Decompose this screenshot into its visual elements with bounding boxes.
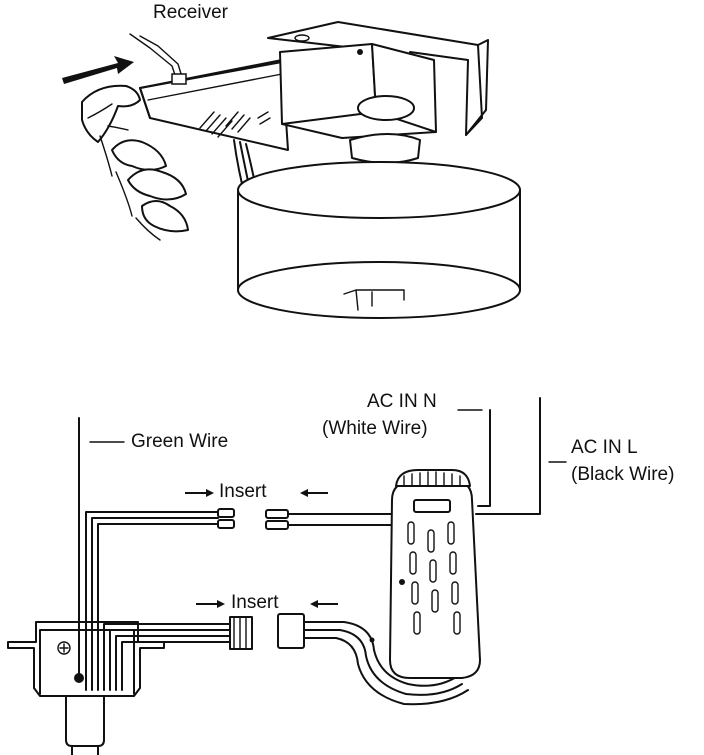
canopy-drum (237, 161, 521, 319)
supply-wire-pair-top (85, 508, 235, 691)
installer-hands (81, 84, 189, 241)
green-wire-label: Green Wire (131, 431, 229, 452)
black-wire-label: (Black Wire) (571, 464, 675, 485)
green-ground-wire (78, 417, 125, 677)
insertion-arrow (62, 56, 134, 84)
ac-in-l-label: AC IN L (571, 437, 638, 458)
white-wire-label: (White Wire) (322, 418, 428, 439)
receiver-unit (389, 469, 481, 679)
ac-input-wires (457, 397, 567, 515)
receiver-device (129, 33, 289, 151)
insert-label-bottom: Insert (231, 592, 279, 613)
insert-arrows-bottom (196, 600, 338, 608)
supply-wire-harness-bottom (103, 616, 253, 691)
receiver-label: Receiver (153, 2, 228, 23)
insert-label-top: Insert (219, 481, 267, 502)
ac-in-n-label: AC IN N (367, 391, 437, 412)
insert-arrows-top (185, 489, 328, 497)
receiver-connectors (265, 509, 469, 706)
